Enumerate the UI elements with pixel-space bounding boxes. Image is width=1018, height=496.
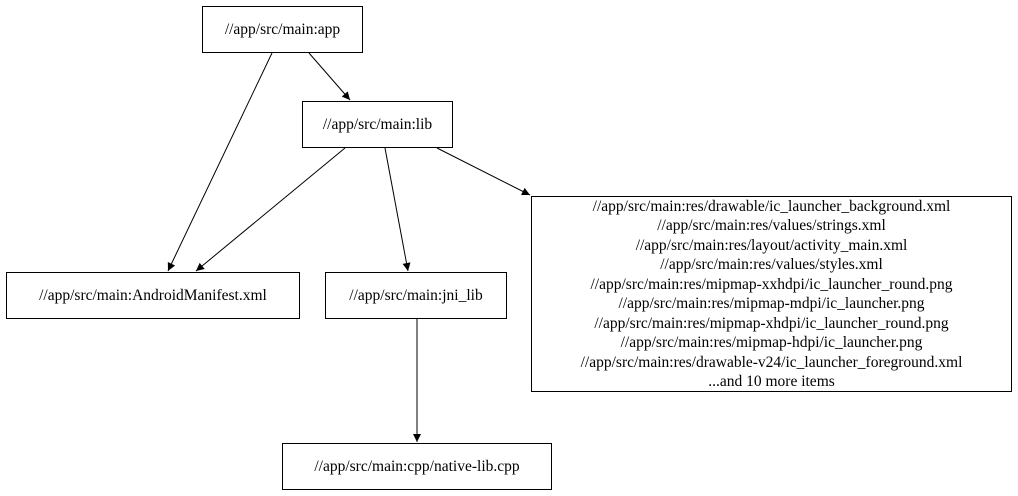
res-file-item: //app/src/main:res/mipmap-hdpi/ic_launch…: [620, 334, 923, 351]
node-native-lib-label: //app/src/main:cpp/native-lib.cpp: [314, 457, 520, 475]
res-file-item: //app/src/main:res/layout/activity_main.…: [635, 236, 908, 254]
res-file-item: //app/src/main:res/mipmap-xxhdpi/ic_laun…: [590, 275, 953, 293]
res-file-item: //app/src/main:res/mipmap-xhdpi/ic_launc…: [594, 314, 949, 332]
edge-lib-to-manifest: [195, 147, 346, 272]
edge-lib-to-jni-lib: [384, 147, 411, 272]
res-file-item: //app/src/main:res/mipmap-mdpi/ic_launch…: [618, 295, 925, 312]
res-file-item: //app/src/main:res/drawable/ic_launcher_…: [592, 197, 951, 215]
node-android-manifest-label: //app/src/main:AndroidManifest.xml: [39, 286, 267, 304]
node-native-lib-cpp: //app/src/main:cpp/native-lib.cpp: [282, 443, 552, 490]
edge-lib-to-res-group: [436, 147, 531, 196]
node-lib-target: //app/src/main:lib: [302, 101, 453, 148]
node-app-label: //app/src/main:app: [224, 20, 341, 38]
res-file-item: //app/src/main:res/values/styles.xml: [660, 256, 883, 273]
node-jni-lib-label: //app/src/main:jni_lib: [349, 286, 483, 304]
node-lib-label: //app/src/main:lib: [322, 115, 433, 133]
res-file-more-items: ...and 10 more items: [708, 373, 835, 390]
node-android-manifest: //app/src/main:AndroidManifest.xml: [6, 272, 300, 319]
node-app-target: //app/src/main:app: [202, 6, 363, 53]
node-res-file-group: //app/src/main:res/drawable/ic_launcher_…: [531, 196, 1012, 392]
edge-app-to-lib: [308, 52, 351, 101]
res-file-item: //app/src/main:res/drawable-v24/ic_launc…: [580, 353, 963, 371]
res-file-item: //app/src/main:res/values/strings.xml: [657, 217, 886, 234]
edge-app-to-manifest: [167, 52, 273, 272]
node-jni-lib: //app/src/main:jni_lib: [325, 272, 507, 319]
